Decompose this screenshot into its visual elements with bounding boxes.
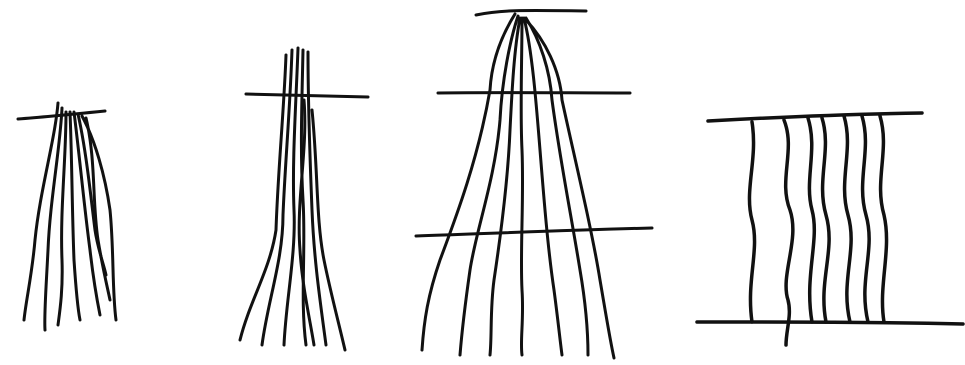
panel-4-horizontal-line-2: [697, 322, 963, 324]
panel-3-strand: [521, 18, 522, 355]
